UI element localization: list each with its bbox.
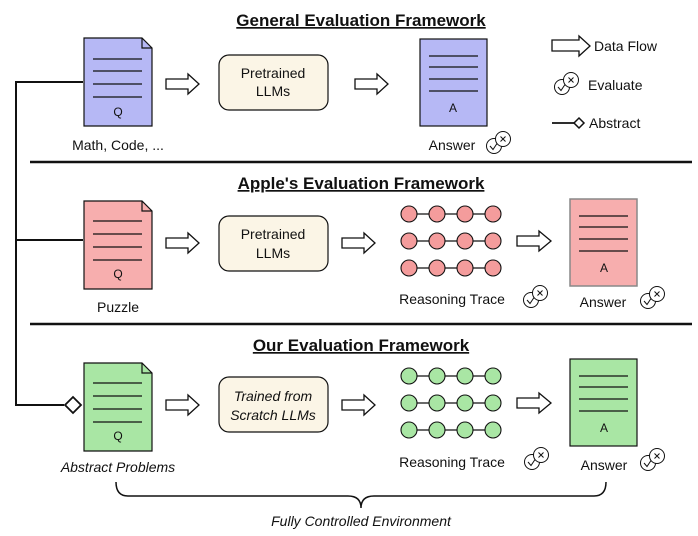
evaluate-icon — [523, 285, 548, 308]
footer-caption: Fully Controlled Environment — [271, 513, 452, 529]
answer-document-icon: A — [569, 198, 638, 287]
legend-abstract-label: Abstract — [589, 115, 640, 131]
answer-caption: Answer — [580, 294, 627, 310]
trace-node — [428, 421, 446, 439]
data-flow-arrow — [516, 391, 553, 415]
legend-abstract-diamond — [572, 116, 586, 130]
trace-node — [456, 259, 474, 277]
svg-text:Q: Q — [113, 105, 122, 119]
trace-node — [484, 394, 502, 412]
trace-node — [456, 232, 474, 250]
data-flow-arrow — [354, 72, 389, 96]
model-box: Trained from Scratch LLMs — [218, 376, 329, 433]
reasoning-trace-graph — [400, 205, 502, 277]
data-flow-arrow — [165, 231, 200, 255]
answer-document-icon: A — [419, 38, 488, 127]
data-flow-arrow — [341, 231, 376, 255]
trace-node — [400, 205, 418, 223]
trace-node — [456, 367, 474, 385]
input-caption: Math, Code, ... — [72, 137, 164, 153]
data-flow-arrow — [165, 393, 200, 417]
evaluate-icon — [640, 448, 665, 471]
svg-text:A: A — [449, 101, 457, 115]
svg-text:A: A — [600, 261, 608, 275]
answer-caption: Answer — [429, 137, 476, 153]
trace-node — [428, 259, 446, 277]
input-caption: Abstract Problems — [60, 459, 175, 475]
legend-data-flow-arrow — [551, 34, 591, 58]
trace-node — [456, 394, 474, 412]
section-title-ours: Our Evaluation Framework — [253, 336, 470, 355]
svg-text:Scratch LLMs: Scratch LLMs — [230, 407, 316, 423]
reasoning-trace-graph — [400, 367, 502, 439]
trace-node — [484, 421, 502, 439]
abstract-connector — [15, 81, 83, 406]
curly-brace — [115, 481, 607, 509]
reasoning-trace-caption: Reasoning Trace — [399, 291, 505, 307]
legend-data-flow-label: Data Flow — [594, 38, 658, 54]
abstract-diamond — [63, 395, 83, 415]
svg-text:LLMs: LLMs — [256, 245, 290, 261]
trace-node — [428, 232, 446, 250]
data-flow-arrow — [516, 229, 553, 253]
data-flow-arrow — [165, 72, 200, 96]
svg-text:A: A — [600, 421, 608, 435]
input-caption: Puzzle — [97, 299, 139, 315]
trace-node — [400, 232, 418, 250]
svg-text:Pretrained: Pretrained — [241, 226, 306, 242]
trace-node — [400, 259, 418, 277]
reasoning-trace-caption: Reasoning Trace — [399, 454, 505, 470]
svg-text:Q: Q — [113, 429, 122, 443]
model-box: Pretrained LLMs — [218, 215, 329, 272]
trace-node — [400, 421, 418, 439]
evaluate-icon — [486, 131, 511, 154]
model-box: Pretrained LLMs — [218, 54, 329, 111]
trace-node — [456, 421, 474, 439]
trace-node — [428, 367, 446, 385]
section-title-general: General Evaluation Framework — [236, 11, 486, 30]
trace-node — [400, 367, 418, 385]
legend-evaluate-label: Evaluate — [588, 77, 643, 93]
trace-node — [428, 394, 446, 412]
trace-node — [484, 232, 502, 250]
legend-evaluate-icon — [554, 72, 579, 95]
question-document-icon: Q — [83, 362, 153, 452]
section-title-apple: Apple's Evaluation Framework — [238, 174, 485, 193]
svg-text:Pretrained: Pretrained — [241, 65, 306, 81]
svg-text:LLMs: LLMs — [256, 83, 290, 99]
trace-node — [484, 259, 502, 277]
answer-document-icon: A — [569, 358, 638, 447]
trace-node — [484, 205, 502, 223]
trace-node — [400, 394, 418, 412]
svg-text:Q: Q — [113, 267, 122, 281]
data-flow-arrow — [341, 393, 376, 417]
trace-node — [428, 205, 446, 223]
evaluate-icon — [640, 286, 665, 309]
svg-text:Trained from: Trained from — [234, 388, 313, 404]
trace-node — [456, 205, 474, 223]
question-document-icon: Q — [83, 37, 153, 127]
trace-node — [484, 367, 502, 385]
evaluate-icon — [524, 447, 549, 470]
answer-caption: Answer — [581, 457, 628, 473]
question-document-icon: Q — [83, 200, 153, 290]
